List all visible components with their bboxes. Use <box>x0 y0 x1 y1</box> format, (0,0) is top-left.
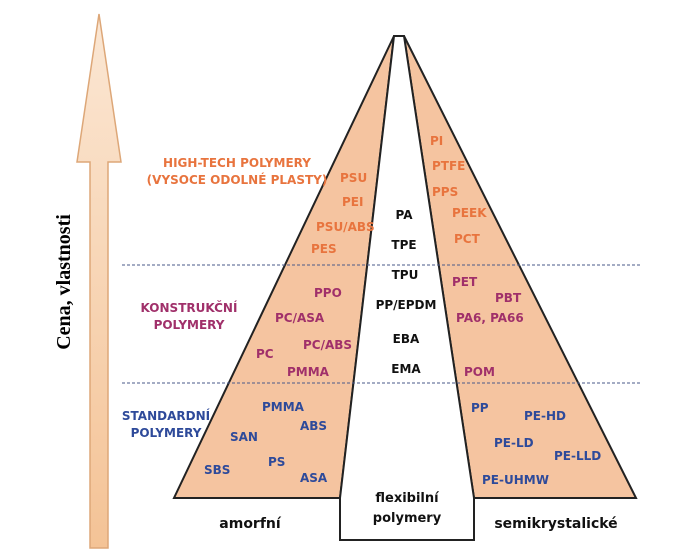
tier-label-standardni-line2: POLYMERY <box>131 426 202 440</box>
polymer-label: TPE <box>391 238 416 252</box>
amorphous-konstrukcni-polymers: PPO PC/ASA PC/ABS PC PMMA <box>256 286 352 379</box>
polymer-label: SAN <box>230 430 258 444</box>
semicrystalline-standardni-polymers: PP PE-HD PE-LD PE-LLD PE-UHMW <box>471 401 601 487</box>
polymer-label: PC/ABS <box>303 338 352 352</box>
amorphous-hightech-polymers: PSU PEI PSU/ABS PES <box>311 171 375 256</box>
polymer-label: PPO <box>314 286 342 300</box>
polymer-label: PP/EPDM <box>376 298 437 312</box>
polymer-label: PC <box>256 347 274 361</box>
flexible-label: flexibilní polymery <box>373 491 442 526</box>
tier-label-standardni: STANDARDNÍ POLYMERY <box>122 408 211 440</box>
tier-label-hightech-line2: (VYSOCE ODOLNÉ PLASTY) <box>147 172 328 187</box>
polymer-label: PE-HD <box>524 409 566 423</box>
polymer-label: PC/ASA <box>275 311 325 325</box>
polymer-label: PSU/ABS <box>316 220 375 234</box>
tier-label-hightech-line1: HIGH-TECH POLYMERY <box>163 156 311 170</box>
polymer-label: PSU <box>340 171 367 185</box>
arrow-shape <box>76 13 122 549</box>
polymer-label: PCT <box>454 232 481 246</box>
amorphous-standardni-polymers: PMMA ABS SAN PS SBS ASA <box>204 400 328 485</box>
polymer-label: PTFE <box>432 159 465 173</box>
tier-label-hightech: HIGH-TECH POLYMERY (VYSOCE ODOLNÉ PLASTY… <box>147 156 328 187</box>
tier-label-standardni-line1: STANDARDNÍ <box>122 408 211 423</box>
polymer-label: TPU <box>392 268 419 282</box>
polymer-label: PS <box>268 455 285 469</box>
polymer-label: PEEK <box>452 206 487 220</box>
polymer-label: SBS <box>204 463 230 477</box>
polymer-label: ABS <box>300 419 327 433</box>
tier-label-konstrukcni-line2: POLYMERY <box>154 318 225 332</box>
polymer-label: PA <box>396 208 414 222</box>
tier-label-konstrukcni-line1: KONSTRUKČNÍ <box>141 300 238 315</box>
polymer-label: EMA <box>391 362 421 376</box>
polymer-label: PE-UHMW <box>482 473 549 487</box>
bottom-label-amorphous: amorfní <box>219 516 282 532</box>
polymer-label: ASA <box>300 471 328 485</box>
polymer-label: POM <box>464 365 495 379</box>
flexible-wedge <box>339 35 475 541</box>
polymer-label: PEI <box>342 195 363 209</box>
polymer-label: PI <box>430 134 443 148</box>
price-properties-arrow <box>76 13 122 549</box>
polymer-label: PPS <box>432 185 458 199</box>
semicrystalline-hightech-polymers: PI PTFE PPS PEEK PCT <box>430 134 487 246</box>
flexible-label-line1: flexibilní <box>375 491 440 506</box>
flexible-label-line2: polymery <box>373 511 442 526</box>
polymer-label: PA6, PA66 <box>456 311 524 325</box>
polymer-label: PMMA <box>287 365 330 379</box>
polymer-label: PE-LD <box>494 436 534 450</box>
polymer-label: PE-LLD <box>554 449 601 463</box>
semicrystalline-konstrukcni-polymers: PET PBT PA6, PA66 POM <box>452 275 524 379</box>
polymer-label: EBA <box>393 332 420 346</box>
tier-label-konstrukcni: KONSTRUKČNÍ POLYMERY <box>141 300 238 332</box>
bottom-label-semicrystalline: semikrystalické <box>494 516 617 532</box>
polymer-label: PES <box>311 242 337 256</box>
polymer-label: PMMA <box>262 400 305 414</box>
flexible-polymers: PA TPE TPU PP/EPDM EBA EMA <box>376 208 437 376</box>
polymer-label: PBT <box>495 291 522 305</box>
polymer-label: PP <box>471 401 489 415</box>
axis-label: Cena, vlastnosti <box>53 214 75 350</box>
polymer-label: PET <box>452 275 478 289</box>
